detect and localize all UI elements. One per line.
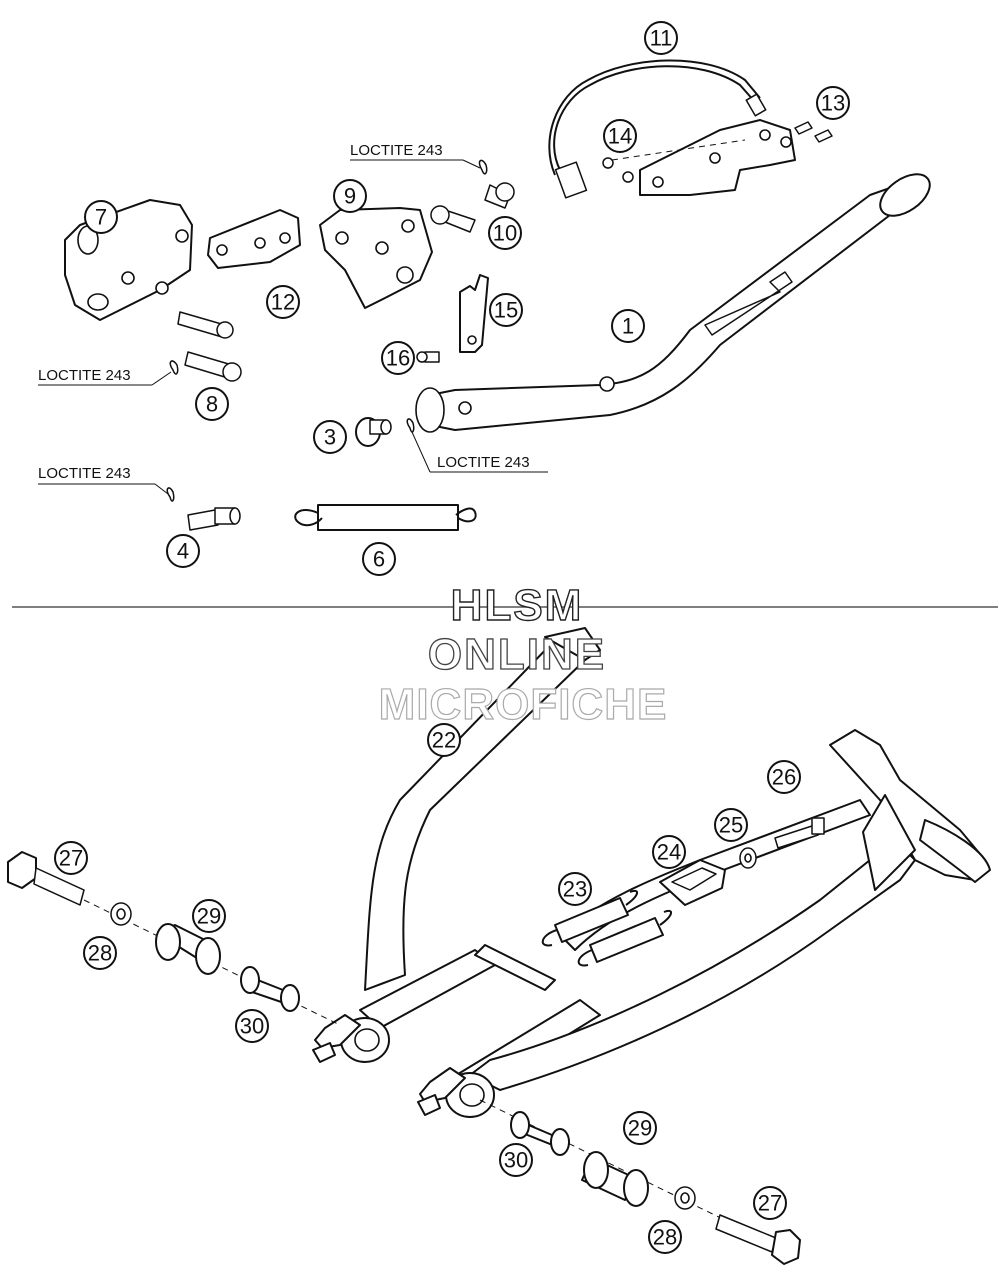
return-spring [294, 504, 477, 531]
callout-1: 1 [611, 309, 645, 343]
side-stand-assembly: LOCTITE 243 LOCTITE 243 LOCTITE 243 LOCT… [38, 59, 931, 531]
callout-27-right: 27 [753, 1186, 787, 1220]
callout-label-27-left: 27 [59, 846, 83, 871]
callout-12: 12 [266, 285, 300, 319]
callout-label-24: 24 [657, 840, 681, 865]
callout-10: 10 [488, 216, 522, 250]
callout-3: 3 [313, 420, 347, 454]
stop-block-24 [659, 859, 726, 906]
callout-30-left: 30 [235, 1009, 269, 1043]
callout-label-14: 14 [608, 124, 632, 149]
callout-label-8: 8 [206, 392, 218, 417]
callout-27-left: 27 [54, 841, 88, 875]
callout-label-28-left: 28 [88, 941, 112, 966]
callout-label-30-left: 30 [240, 1014, 264, 1039]
small-bracket-15 [459, 274, 489, 353]
callout-16: 16 [381, 341, 415, 375]
side-stand-leg [415, 173, 931, 433]
watermark-line-2: ONLINE [428, 630, 606, 679]
springs-23 [541, 889, 672, 967]
callout-30-right: 30 [499, 1143, 533, 1177]
loctite-text-4: LOCTITE 243 [38, 465, 131, 482]
loctite-label-1: LOCTITE 243 [350, 142, 481, 169]
callout-label-27-right: 27 [758, 1191, 782, 1216]
callout-label-30-right: 30 [504, 1148, 528, 1173]
bolt-26 [774, 817, 825, 849]
callout-label-29-right: 29 [628, 1116, 652, 1141]
callout-24: 24 [652, 835, 686, 869]
callout-label-22: 22 [432, 728, 456, 753]
pivot-bolt-3 [355, 417, 392, 447]
center-stand-assembly [7, 627, 991, 1265]
stud-bolt-4 [187, 507, 241, 531]
callout-label-3: 3 [324, 425, 336, 450]
center-stand-feet [312, 1014, 495, 1118]
watermark-line-3: MICROFICHE [379, 680, 668, 729]
callout-29-right: 29 [623, 1111, 657, 1145]
callout-label-9: 9 [344, 184, 356, 209]
callout-4: 4 [166, 534, 200, 568]
bolts-10 [430, 182, 515, 233]
callout-label-11: 11 [650, 26, 673, 51]
callout-label-28-right: 28 [653, 1225, 677, 1250]
callout-label-6: 6 [373, 547, 385, 572]
right-pivot-hardware [479, 1099, 801, 1265]
loctite-label-4: LOCTITE 243 [38, 465, 169, 495]
callout-25: 25 [714, 808, 748, 842]
watermark-line-1: HLSM [451, 581, 584, 630]
callout-label-29-left: 29 [197, 904, 221, 929]
sensor-cable [548, 59, 767, 199]
callout-label-23: 23 [563, 877, 587, 902]
callout-14: 14 [603, 119, 637, 153]
callout-7: 7 [84, 200, 118, 234]
watermark: HLSM ONLINE MICROFICHE [378, 580, 668, 729]
loctite-text-3: LOCTITE 243 [437, 454, 530, 471]
callout-label-1: 1 [622, 314, 634, 339]
callout-label-7: 7 [95, 205, 107, 230]
callout-29-left: 29 [192, 899, 226, 933]
callout-label-16: 16 [386, 346, 410, 371]
washer-25 [739, 847, 757, 869]
loctite-label-2: LOCTITE 243 [38, 367, 172, 386]
callout-13: 13 [816, 86, 850, 120]
callout-8: 8 [195, 387, 229, 421]
callout-label-25: 25 [719, 813, 743, 838]
bolts-8 [177, 311, 242, 382]
callout-label-26: 26 [772, 765, 796, 790]
bolt-16 [416, 351, 440, 363]
loctite-text-1: LOCTITE 243 [350, 142, 443, 159]
mounting-plate-12 [207, 209, 301, 269]
loctite-text-2: LOCTITE 243 [38, 367, 131, 384]
callout-label-4: 4 [177, 539, 189, 564]
callout-28-right: 28 [648, 1220, 682, 1254]
loctite-drops [166, 159, 488, 502]
callout-label-15: 15 [494, 298, 518, 323]
left-pivot-hardware [7, 851, 341, 1026]
callout-22: 22 [427, 723, 461, 757]
mounting-plate-9 [319, 207, 433, 309]
callout-label-12: 12 [271, 290, 295, 315]
callout-label-10: 10 [493, 221, 517, 246]
callout-11: 11 [644, 21, 678, 55]
callout-6: 6 [362, 542, 396, 576]
callout-28-left: 28 [83, 936, 117, 970]
callout-23: 23 [558, 872, 592, 906]
sensor-switch-bracket [602, 119, 833, 196]
callout-label-13: 13 [821, 91, 845, 116]
loctite-label-3: LOCTITE 243 [411, 431, 548, 473]
callout-9: 9 [333, 179, 367, 213]
callout-26: 26 [767, 760, 801, 794]
callout-15: 15 [489, 293, 523, 327]
